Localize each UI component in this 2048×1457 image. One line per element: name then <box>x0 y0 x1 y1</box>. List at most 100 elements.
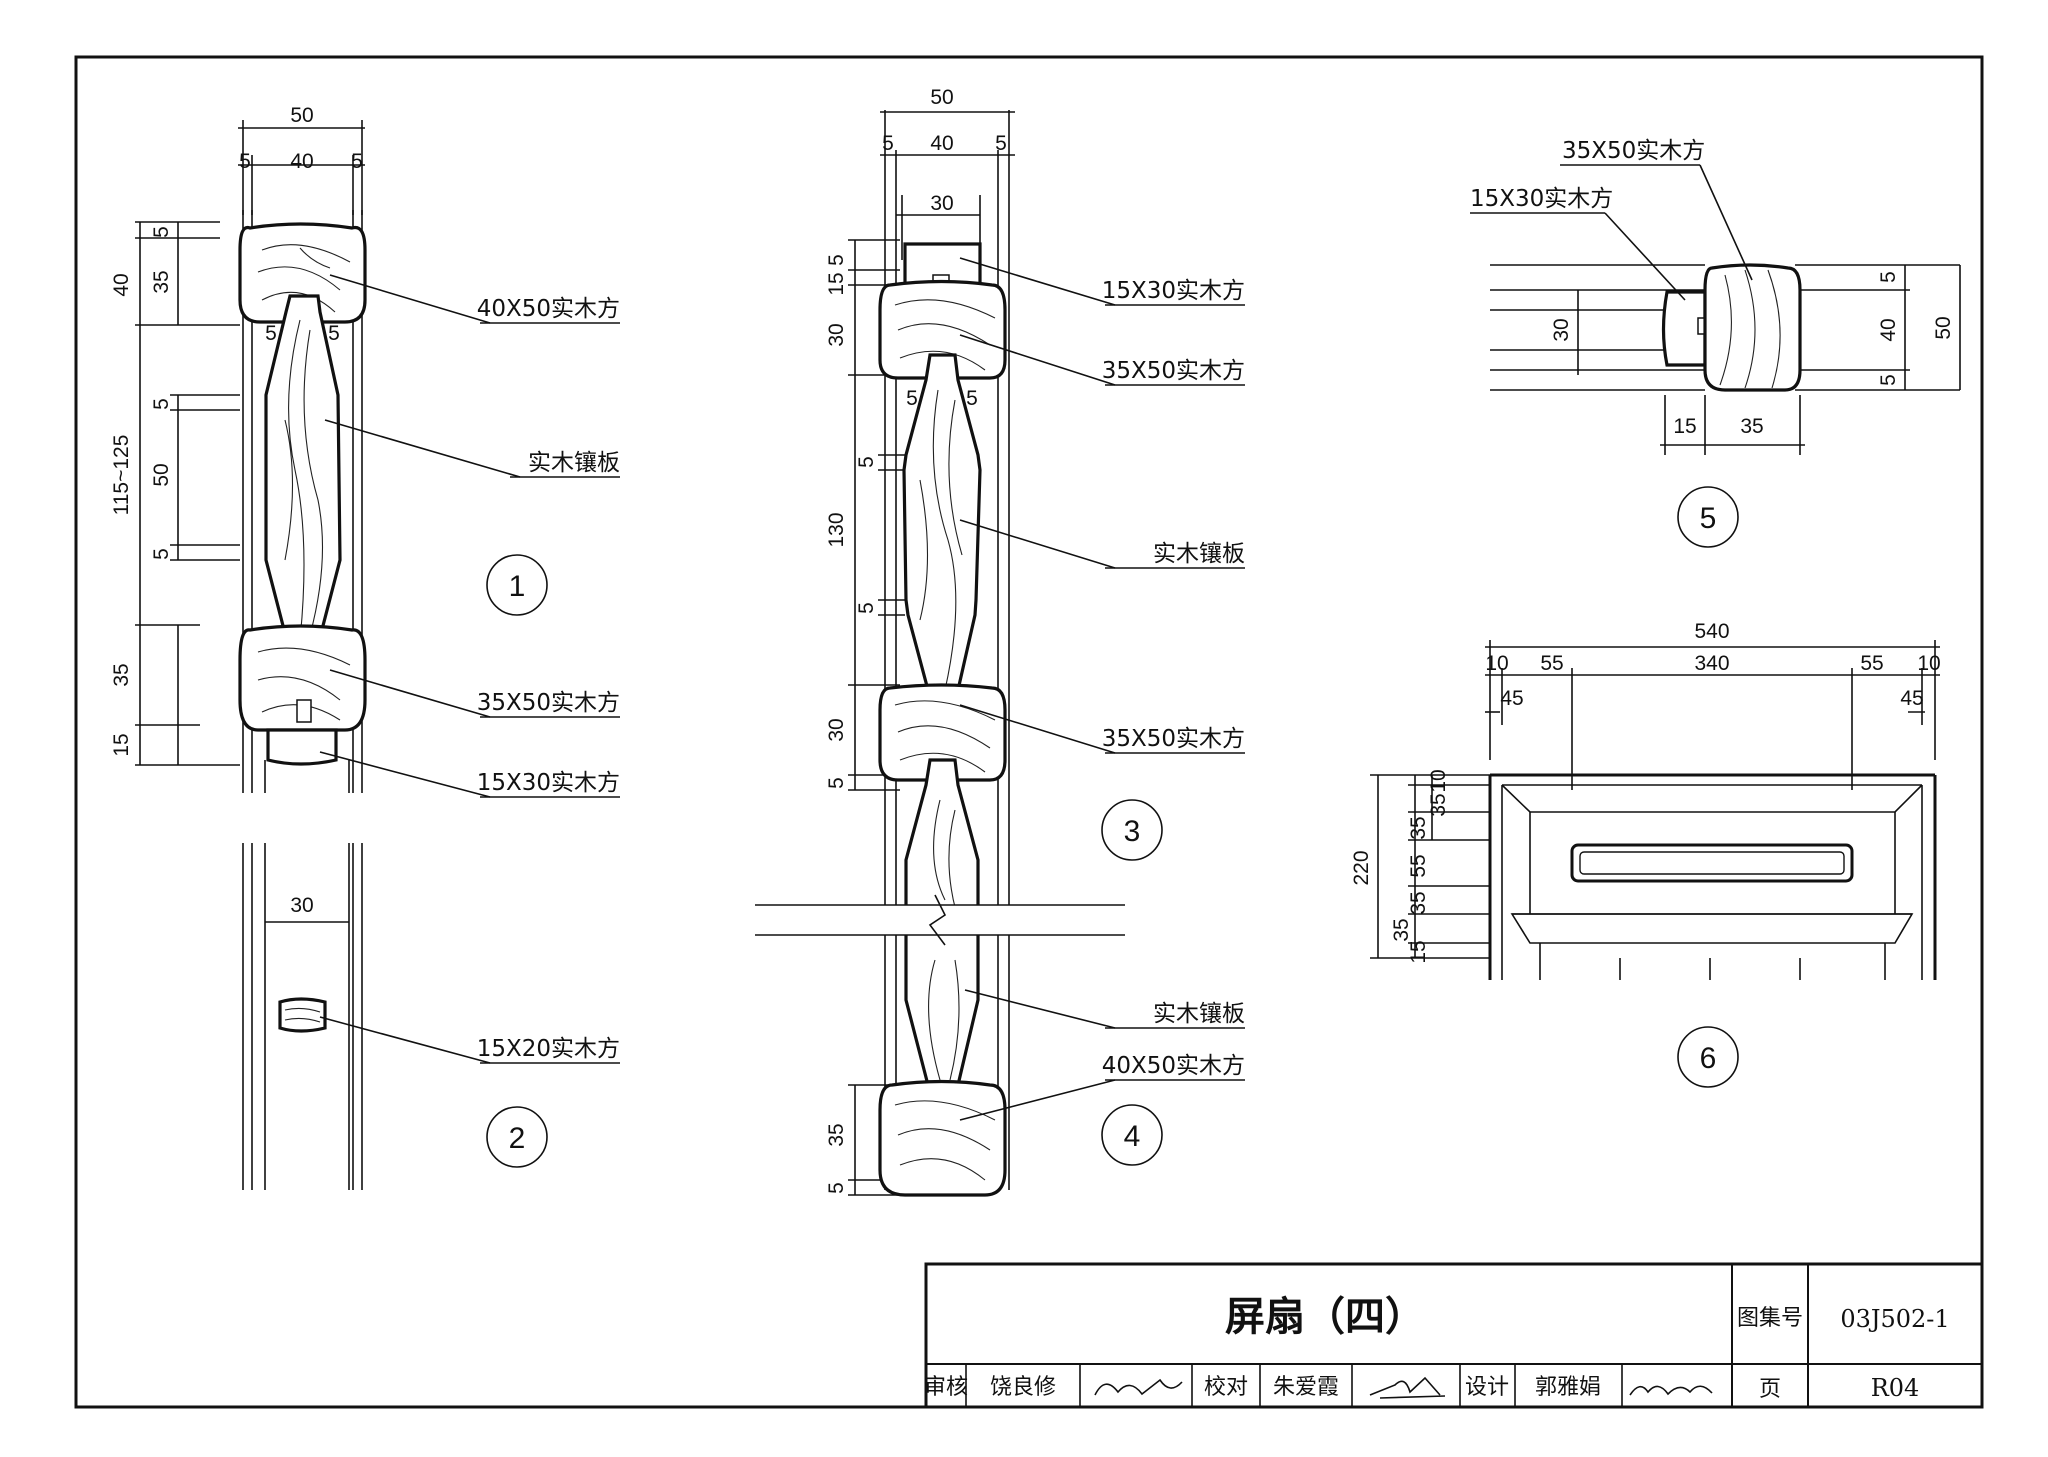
page-label: 页 <box>1759 1377 1781 1402</box>
dim-label: 5 <box>265 322 277 345</box>
dim-label: 5 <box>825 1182 848 1194</box>
dim-label: 5 <box>150 226 173 238</box>
dim-label: 55 <box>1860 652 1883 675</box>
dim-label: 540 <box>1694 620 1729 643</box>
callout-label: 35X50实木方 <box>1102 726 1245 752</box>
callout-label: 35X50实木方 <box>1562 138 1705 164</box>
dim-label: 35 <box>1427 793 1450 816</box>
callout-label: 实木镶板 <box>1153 1001 1245 1027</box>
dim-label: 115~125 <box>110 435 133 516</box>
callout-label: 35X50实木方 <box>1102 358 1245 384</box>
designer-name: 郭雅娟 <box>1535 1375 1601 1400</box>
dim-label: 15 <box>1673 415 1696 438</box>
dim-label: 15 <box>825 272 848 295</box>
dim-label: 40 <box>290 150 313 173</box>
detail-marker-2 <box>486 1106 548 1168</box>
detail-3-4: 50 40 5 5 30 5 15 30 5 5 130 5 5 30 5 35… <box>755 86 1245 1197</box>
callout-label: 40X50实木方 <box>1102 1053 1245 1079</box>
dim-label: 35 <box>1390 918 1413 941</box>
dim-label: 10 <box>1485 652 1508 675</box>
dim-label: 5 <box>995 132 1007 155</box>
page-number: R04 <box>1871 1374 1920 1402</box>
detail-1: 50 40 5 5 40 35 5 115~125 5 50 5 30 5 5 … <box>110 104 620 1190</box>
checker-signature <box>1369 1376 1446 1399</box>
reviewer-name: 饶良修 <box>990 1375 1056 1400</box>
atlas-number: 03J502-1 <box>1840 1305 1949 1333</box>
dim-label: 220 <box>1350 850 1373 885</box>
dim-label: 15 <box>1407 940 1430 963</box>
dim-label: 50 <box>930 86 953 109</box>
detail-number: 2 <box>509 1122 526 1155</box>
dim-label: 35 <box>825 1123 848 1146</box>
dim-label: 5 <box>150 398 173 410</box>
detail-marker-6 <box>1677 1026 1739 1088</box>
dim-label: 35 <box>1407 891 1430 914</box>
dim-label: 45 <box>1500 687 1523 710</box>
detail-number: 4 <box>1124 1120 1141 1153</box>
dim-label: 15 <box>110 733 133 756</box>
dim-label: 45 <box>1900 687 1923 710</box>
dim-label: 5 <box>328 322 340 345</box>
dim-label: 5 <box>1877 374 1900 386</box>
dim-label: 5 <box>855 602 878 614</box>
detail-marker-1 <box>486 554 548 616</box>
review-label: 审核 <box>924 1375 968 1400</box>
dim-label: 5 <box>855 456 878 468</box>
dim-label: 10 <box>1917 652 1940 675</box>
dim-label: 35 <box>150 270 173 293</box>
callout-label: 35X50实木方 <box>477 690 620 716</box>
dim-label: 30 <box>825 323 848 346</box>
dim-label: 130 <box>825 512 848 547</box>
callout-label: 40X50实木方 <box>477 296 620 322</box>
dim-label: 5 <box>882 132 894 155</box>
detail-number: 6 <box>1700 1042 1717 1075</box>
dim-label: 50 <box>150 463 173 486</box>
design-label: 设计 <box>1465 1375 1509 1400</box>
title-block: 屏扇（四） 图集号 03J502-1 审核 饶良修 校对 朱爱霞 设计 郭雅娟 … <box>924 1262 1984 1409</box>
dim-label: 5 <box>906 387 918 410</box>
dim-label: 55 <box>1407 854 1430 877</box>
checker-name: 朱爱霞 <box>1273 1375 1339 1400</box>
dim-label: 50 <box>290 104 313 127</box>
callout-label: 15X30实木方 <box>1102 278 1245 304</box>
dim-label: 5 <box>1877 271 1900 283</box>
designer-signature <box>1629 1385 1713 1396</box>
detail-marker-4 <box>1101 1104 1163 1166</box>
atlas-label: 图集号 <box>1737 1306 1803 1331</box>
detail-marker-5 <box>1677 486 1739 548</box>
dim-label: 5 <box>351 150 363 173</box>
dim-label: 5 <box>150 548 173 560</box>
dim-label: 5 <box>966 387 978 410</box>
dim-label: 340 <box>1694 652 1729 675</box>
dim-label: 5 <box>239 150 251 173</box>
callout-label: 实木镶板 <box>528 450 620 476</box>
dim-label: 30 <box>930 192 953 215</box>
reviewer-signature <box>1094 1378 1183 1396</box>
dim-label: 40 <box>1877 318 1900 341</box>
callout-label: 实木镶板 <box>1153 541 1245 567</box>
detail-number: 3 <box>1124 815 1141 848</box>
callout-label: 15X30实木方 <box>1470 186 1613 212</box>
detail-number: 1 <box>509 570 526 603</box>
dim-label: 40 <box>930 132 953 155</box>
dim-label: 5 <box>825 777 848 789</box>
dim-label: 35 <box>110 663 133 686</box>
dim-label: 35 <box>1407 816 1430 839</box>
dim-label: 35 <box>1740 415 1763 438</box>
dim-label: 50 <box>1932 316 1955 339</box>
dim-label: 30 <box>290 894 313 917</box>
dim-label: 30 <box>1550 318 1573 341</box>
callout-label: 15X30实木方 <box>477 770 620 796</box>
check-label: 校对 <box>1204 1375 1248 1400</box>
dim-label: 10 <box>1427 769 1450 792</box>
detail-marker-3 <box>1101 799 1163 861</box>
callout-label: 15X20实木方 <box>477 1036 620 1062</box>
detail-5: 30 5 40 5 50 15 35 35X50实木方 15X30实木方 5 <box>1470 138 1961 548</box>
dim-label: 40 <box>110 273 133 296</box>
detail-6: 540 10 55 340 55 10 45 45 220 10 35 35 5… <box>1350 620 1941 1088</box>
dim-label: 5 <box>825 254 848 266</box>
detail-number: 5 <box>1700 502 1717 535</box>
sheet-title: 屏扇（四） <box>1225 1294 1425 1340</box>
dim-label: 30 <box>825 718 848 741</box>
